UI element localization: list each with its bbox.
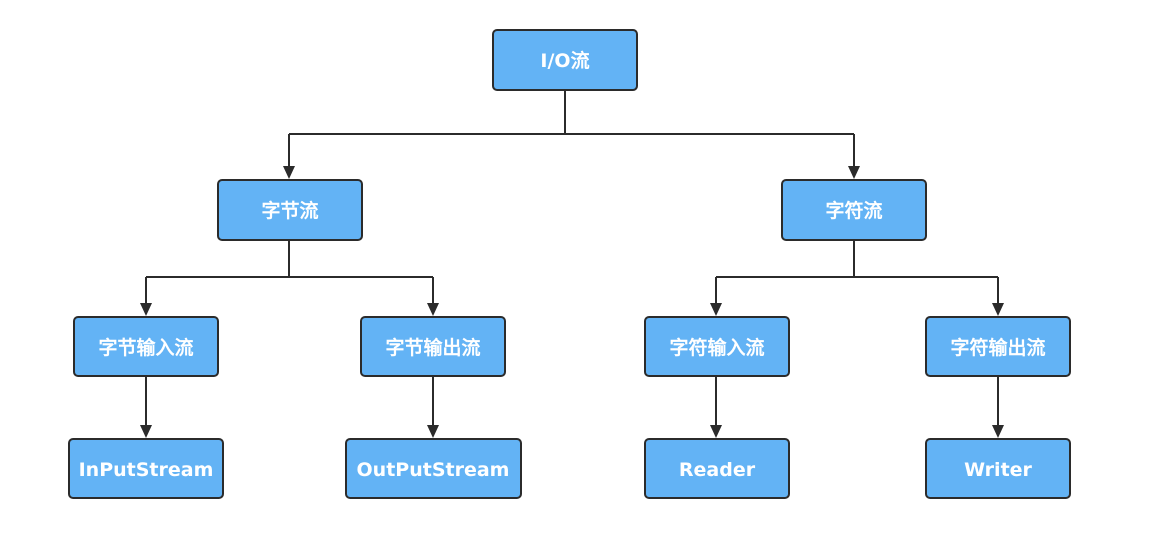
arrow-to-writer (992, 425, 1004, 438)
node-char-stream: 字符流 (781, 179, 927, 241)
node-char-input-label: 字符输入流 (669, 336, 764, 359)
arrow-to-byte-stream (283, 166, 295, 179)
node-byte-input-label: 字节输入流 (98, 336, 193, 359)
node-input-stream-label: InPutStream (79, 459, 214, 481)
node-output-stream-label: OutPutStream (357, 459, 510, 481)
connectors-char-stream (710, 240, 1004, 316)
node-byte-output-label: 字节输出流 (385, 336, 480, 359)
arrow-to-byte-input (140, 303, 152, 316)
arrow-to-input-stream (140, 425, 152, 438)
node-byte-stream: 字节流 (217, 179, 363, 241)
arrow-to-char-stream (848, 166, 860, 179)
node-writer-label: Writer (964, 459, 1032, 481)
node-root-label: I/O流 (540, 49, 589, 72)
connectors-root (283, 90, 860, 179)
node-input-stream: InPutStream (68, 438, 224, 499)
arrow-to-char-input (710, 303, 722, 316)
arrow-to-output-stream (427, 425, 439, 438)
node-byte-output: 字节输出流 (360, 316, 506, 377)
node-writer: Writer (925, 438, 1071, 499)
arrow-to-byte-output (427, 303, 439, 316)
node-byte-input: 字节输入流 (73, 316, 219, 377)
node-reader: Reader (644, 438, 790, 499)
node-char-stream-label: 字符流 (825, 199, 882, 222)
node-reader-label: Reader (679, 459, 756, 481)
arrow-to-reader (710, 425, 722, 438)
connectors-leaves (140, 376, 1004, 438)
node-root: I/O流 (492, 29, 638, 91)
connectors-byte-stream (140, 240, 439, 316)
node-byte-stream-label: 字节流 (261, 199, 318, 222)
arrow-to-char-output (992, 303, 1004, 316)
node-output-stream: OutPutStream (345, 438, 522, 499)
node-char-output-label: 字符输出流 (950, 336, 1045, 359)
node-char-output: 字符输出流 (925, 316, 1071, 377)
node-char-input: 字符输入流 (644, 316, 790, 377)
